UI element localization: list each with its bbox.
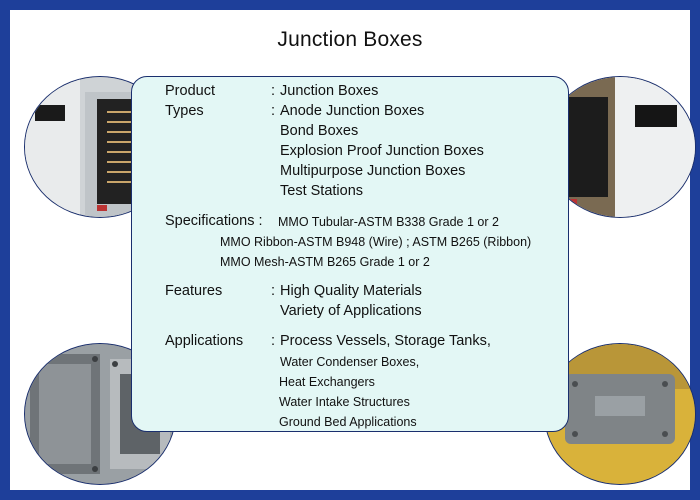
page-title: Junction Boxes <box>277 28 423 51</box>
applications-item: Water Condenser Boxes, <box>280 355 420 369</box>
product-separator: : <box>271 83 276 99</box>
photo-cast-junction-box <box>544 343 696 485</box>
applications-item: Heat Exchangers <box>279 375 375 389</box>
info-panel: Product : Junction Boxes Types : Anode J… <box>131 76 569 432</box>
photo-explosion-proof-box <box>24 343 176 485</box>
specifications-item: MMO Ribbon-ASTM B948 (Wire) ; ASTM B265 … <box>220 235 532 249</box>
applications-item: Ground Bed Applications <box>279 415 417 429</box>
types-item: Explosion Proof Junction Boxes <box>280 143 484 159</box>
types-separator: : <box>271 103 276 119</box>
product-value: Junction Boxes <box>280 83 379 99</box>
product-label: Product <box>165 83 215 99</box>
applications-label: Applications <box>165 333 244 349</box>
features-item: Variety of Applications <box>280 303 422 319</box>
types-item: Test Stations <box>280 183 364 199</box>
features-label: Features <box>165 283 223 299</box>
types-label: Types <box>165 103 204 119</box>
specifications-item: MMO Tubular-ASTM B338 Grade 1 or 2 <box>278 215 499 229</box>
features-separator: : <box>271 283 276 299</box>
types-item: Anode Junction Boxes <box>280 103 425 119</box>
applications-item: Process Vessels, Storage Tanks, <box>280 333 491 349</box>
applications-item: Water Intake Structures <box>279 395 410 409</box>
specifications-item: MMO Mesh-ASTM B265 Grade 1 or 2 <box>220 255 430 269</box>
applications-separator: : <box>271 333 276 349</box>
features-item: High Quality Materials <box>280 283 422 299</box>
specifications-label: Specifications : <box>165 213 263 229</box>
types-item: Bond Boxes <box>280 123 359 139</box>
types-item: Multipurpose Junction Boxes <box>280 163 466 179</box>
